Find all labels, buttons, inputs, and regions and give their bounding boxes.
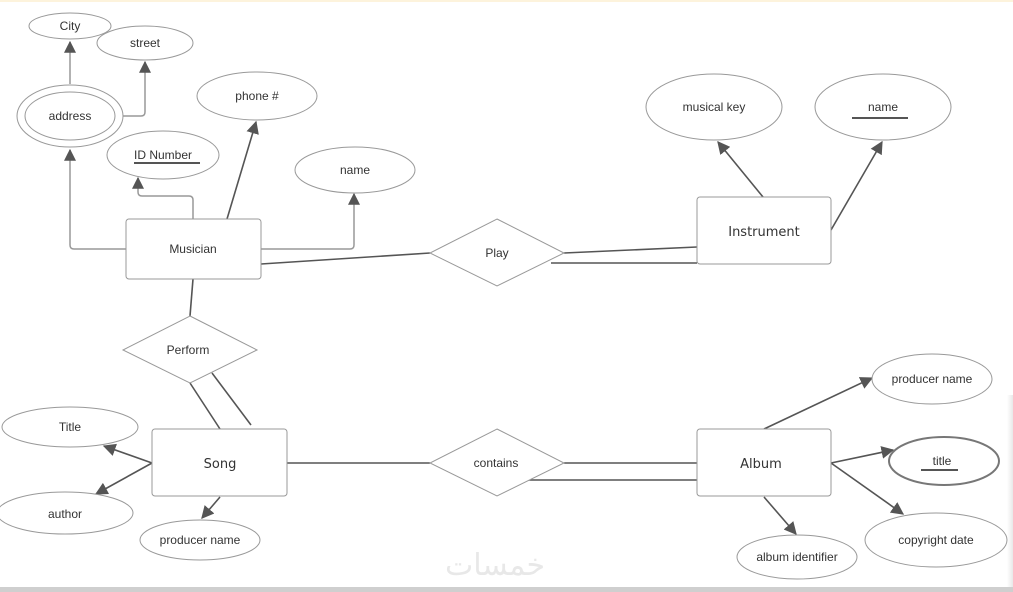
attribute-album-producer-name[interactable]: producer name (871, 353, 993, 405)
svg-text:author: author (48, 507, 82, 521)
attribute-musician-name[interactable]: name (294, 146, 416, 194)
svg-text:Musician: Musician (169, 242, 216, 256)
connector-musician-perform (189, 278, 194, 317)
connector-album-title (830, 446, 895, 464)
watermark: خمسات (445, 548, 546, 583)
connector-album-producer (763, 377, 874, 430)
connector-address-street (122, 60, 151, 117)
attribute-instrument-name-key[interactable]: name (814, 73, 952, 141)
attribute-address-composite[interactable]: address (16, 84, 124, 148)
connector-musician-play (260, 252, 431, 265)
svg-text:Album: Album (740, 457, 782, 472)
relationship-perform[interactable]: Perform (121, 315, 259, 384)
svg-text:ID Number: ID Number (134, 148, 192, 162)
svg-text:City: City (60, 19, 81, 33)
attribute-phone[interactable]: phone # (196, 71, 318, 121)
connector-play-instrument (563, 246, 698, 254)
entity-musician[interactable]: Musician (125, 218, 262, 280)
connector-musician-address (64, 148, 126, 250)
connector-song-producer (201, 496, 221, 519)
svg-text:contains: contains (474, 456, 519, 470)
connector-musician-id (132, 176, 194, 219)
attribute-song-producer-name[interactable]: producer name (139, 519, 261, 561)
attribute-copyright-date[interactable]: copyright date (864, 512, 1008, 568)
connector-album-identifier (763, 496, 797, 535)
connector-perform-song-total (211, 372, 252, 426)
svg-text:Play: Play (485, 246, 508, 260)
svg-text:title: title (933, 454, 952, 468)
svg-text:producer name: producer name (892, 372, 973, 386)
scroll-shadow (1007, 395, 1013, 587)
attribute-album-title-key[interactable]: title (888, 436, 1000, 486)
entity-song[interactable]: Song (151, 428, 288, 497)
svg-text:name: name (340, 163, 370, 177)
entity-album[interactable]: Album (696, 428, 832, 497)
svg-text:Title: Title (59, 420, 82, 434)
connector-instrument-name (830, 140, 883, 231)
connector-album-copyright (830, 462, 905, 515)
entity-instrument[interactable]: Instrument (696, 196, 832, 265)
connector-musician-phone (226, 120, 259, 220)
attribute-author[interactable]: author (0, 491, 134, 535)
attribute-city[interactable]: City (28, 12, 112, 40)
attribute-id-number-key[interactable]: ID Number (106, 130, 220, 180)
svg-text:Instrument: Instrument (728, 225, 800, 240)
svg-text:copyright date: copyright date (898, 533, 974, 547)
relationship-contains[interactable]: contains (428, 428, 566, 497)
connector-musician-name (261, 192, 360, 250)
bottom-scrollbar[interactable] (0, 587, 1013, 592)
connector-perform-song (189, 382, 221, 430)
top-border (0, 0, 1013, 2)
svg-text:Song: Song (204, 457, 237, 472)
svg-text:name: name (868, 100, 898, 114)
connector-song-author (94, 462, 153, 495)
svg-text:Perform: Perform (167, 343, 210, 357)
attribute-album-identifier[interactable]: album identifier (736, 534, 858, 580)
connector-instrument-musicalkey (717, 141, 764, 198)
svg-text:phone #: phone # (235, 89, 279, 103)
svg-text:album identifier: album identifier (756, 550, 837, 564)
svg-text:street: street (130, 36, 161, 50)
svg-text:address: address (49, 109, 92, 123)
svg-text:producer name: producer name (160, 533, 241, 547)
relationship-play[interactable]: Play (428, 218, 566, 287)
attribute-musical-key[interactable]: musical key (645, 73, 783, 141)
attribute-street[interactable]: street (96, 25, 194, 61)
attribute-song-title[interactable]: Title (1, 406, 139, 448)
connector-song-title (102, 443, 153, 464)
svg-text:musical key: musical key (683, 100, 746, 114)
